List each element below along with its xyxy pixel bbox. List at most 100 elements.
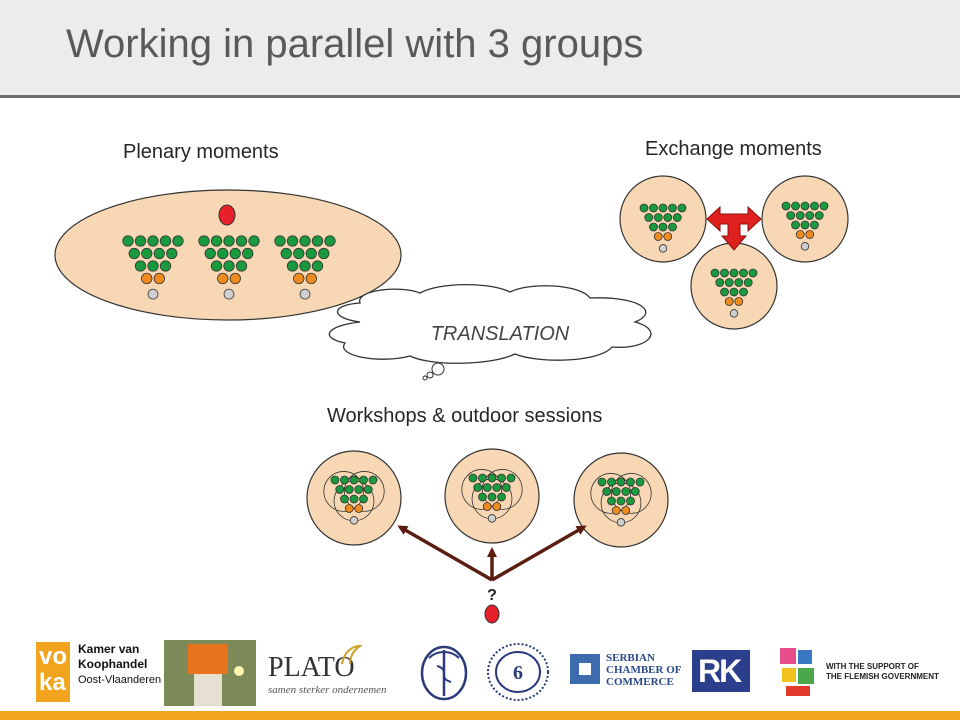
facilitator-dot (734, 297, 744, 306)
accent-bar (0, 711, 960, 720)
participant-dot (626, 496, 635, 506)
participant-dot (729, 268, 739, 278)
participant-dot (748, 268, 758, 278)
participant-dot (349, 494, 359, 504)
participant-dot (311, 235, 324, 247)
participant-dot (122, 235, 134, 247)
participant-dot (166, 247, 178, 260)
participant-dot (607, 477, 616, 487)
workshop-arrows (397, 525, 587, 582)
participant-dot (819, 201, 829, 211)
participant-dot (235, 235, 248, 247)
participant-dot (739, 287, 748, 297)
facilitator-dot (482, 502, 492, 511)
seal-1895-icon: 6 (486, 642, 550, 702)
participant-dot (487, 492, 497, 502)
participant-dot (468, 473, 478, 483)
lamp-head-photo (164, 640, 256, 706)
participant-dot (318, 247, 330, 260)
workshop-groups (323, 469, 652, 527)
participant-dot (487, 473, 497, 483)
header-divider (0, 95, 960, 98)
participant-dot (359, 475, 368, 485)
participant-dot (597, 477, 607, 487)
participant-dot (734, 278, 744, 287)
facilitator-dot (621, 506, 631, 515)
facilitator-dot (724, 297, 734, 306)
participant-dot (501, 483, 511, 492)
participant-dot (147, 260, 159, 272)
participant-dot (330, 475, 340, 485)
participant-dot (724, 278, 734, 287)
exchange-label: Exchange moments (645, 138, 822, 160)
subgroup-ring (481, 469, 523, 510)
slide-header (0, 0, 960, 96)
participant-group (122, 235, 184, 300)
participant-dot (658, 222, 668, 232)
participant-group (590, 473, 652, 527)
participant-dot (497, 492, 506, 502)
participant-dot (363, 485, 373, 494)
participant-dot (128, 247, 140, 260)
participant-dot (810, 201, 819, 211)
participant-dot (616, 496, 626, 506)
participant-dot (729, 287, 739, 297)
guide-dot (487, 514, 497, 523)
participant-dot (743, 278, 753, 287)
participant-dot (677, 203, 687, 213)
participant-dot (286, 235, 299, 247)
participant-dot (506, 473, 516, 483)
participant-dot (324, 235, 336, 247)
participant-dot (800, 201, 810, 211)
exchange-arrow (706, 205, 762, 251)
facilitator-dot (344, 504, 354, 513)
participant-dot (280, 247, 292, 260)
participant-dot (630, 487, 640, 496)
participant-dot (810, 220, 819, 230)
participant-dot (658, 203, 668, 213)
voka-line2: Koophandel (78, 657, 148, 671)
participant-dot (311, 260, 324, 272)
facilitator-dot (217, 272, 229, 285)
plato-bird-icon (338, 642, 364, 668)
participant-dot (639, 203, 649, 213)
facilitator-dot (805, 230, 815, 239)
guide-dot (349, 516, 359, 525)
plenary-label: Plenary moments (123, 141, 279, 163)
participant-dot (210, 235, 223, 247)
plato-tagline: samen sterker ondernemen (268, 684, 387, 696)
guide-dot (800, 242, 810, 251)
subgroup-ring (590, 473, 632, 514)
participant-dot (134, 235, 147, 247)
serbian-chamber-icon (570, 654, 600, 684)
participant-dot (159, 260, 172, 272)
participant-dot (672, 213, 682, 222)
participant-dot (739, 268, 748, 278)
participant-group (710, 268, 758, 318)
participant-dot (198, 235, 210, 247)
subgroup-ring (461, 469, 503, 510)
participant-dot (715, 278, 725, 287)
participant-dot (147, 235, 159, 247)
participant-dot (492, 483, 502, 492)
flemish-line1: WITH THE SUPPORT OF (826, 662, 919, 671)
facilitator-dot (141, 272, 153, 285)
participant-group (274, 235, 336, 300)
facilitator-dot (663, 232, 673, 241)
participant-dot (644, 213, 654, 222)
participant-dot (791, 220, 800, 230)
participant-dot (235, 260, 248, 272)
participant-dot (497, 473, 506, 483)
rk-logo: RK (692, 650, 750, 692)
participant-dot (134, 260, 147, 272)
participant-dot (368, 475, 378, 485)
participant-dot (210, 260, 223, 272)
participant-dot (172, 235, 184, 247)
participant-group (461, 469, 523, 523)
participant-dot (359, 494, 368, 504)
guide-dot (299, 288, 311, 300)
participant-dot (616, 477, 626, 487)
translation-cloud (328, 283, 652, 381)
participant-dot (349, 475, 359, 485)
